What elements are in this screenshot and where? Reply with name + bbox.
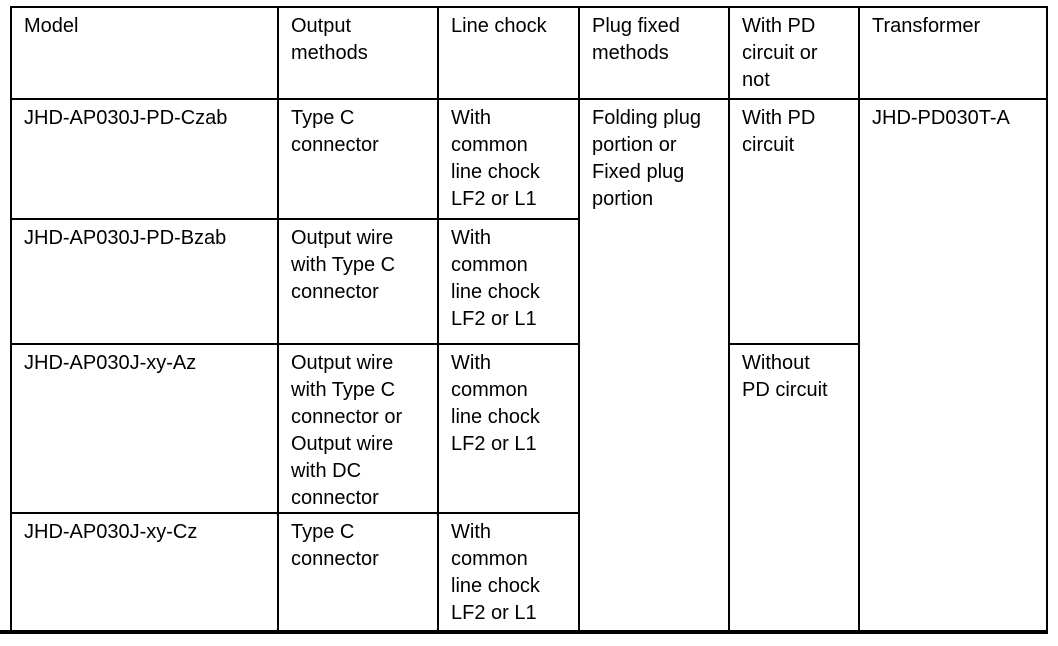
cell-output-methods: Type C connector (277, 512, 439, 634)
cell-line-chock: With common line chock LF2 or L1 (437, 98, 580, 220)
page-bottom-rule (0, 630, 1048, 634)
table-row: JHD-AP030J-xy-Cz Type C connector With c… (10, 512, 1047, 634)
model-spec-table: Model Output methods Line chock Plug fix… (10, 6, 1048, 634)
cell-plug-fixed-methods: Folding plug portion or Fixed plug porti… (578, 98, 730, 634)
header-cell-pd-circuit: With PD circuit or not (728, 6, 860, 100)
header-cell-transformer: Transformer (858, 6, 1048, 100)
table-row: JHD-AP030J-PD-Bzab Output wire with Type… (10, 218, 1047, 345)
cell-model: JHD-AP030J-xy-Az (10, 343, 279, 514)
header-cell-output-methods: Output methods (277, 6, 439, 100)
header-cell-line-chock: Line chock (437, 6, 580, 100)
cell-output-methods: Output wire with Type C connector (277, 218, 439, 345)
cell-model: JHD-AP030J-PD-Bzab (10, 218, 279, 345)
cell-line-chock: With common line chock LF2 or L1 (437, 512, 580, 634)
cell-with-pd-circuit: With PD circuit (728, 98, 860, 345)
cell-output-methods: Type C connector (277, 98, 439, 220)
header-cell-model: Model (10, 6, 279, 100)
cell-model: JHD-AP030J-xy-Cz (10, 512, 279, 634)
header-cell-plug-fixed-methods: Plug fixed methods (578, 6, 730, 100)
table-row: JHD-AP030J-PD-Czab Type C connector With… (10, 98, 1048, 634)
cell-without-pd-circuit: Without PD circuit (728, 343, 860, 634)
cell-line-chock: With common line chock LF2 or L1 (437, 218, 580, 345)
cell-model: JHD-AP030J-PD-Czab (10, 98, 279, 220)
cell-output-methods: Output wire with Type C connector or Out… (277, 343, 439, 514)
cell-line-chock: With common line chock LF2 or L1 (437, 343, 580, 514)
cell-transformer: JHD-PD030T-A (858, 98, 1048, 634)
header-row: Model Output methods Line chock Plug fix… (10, 6, 1048, 100)
